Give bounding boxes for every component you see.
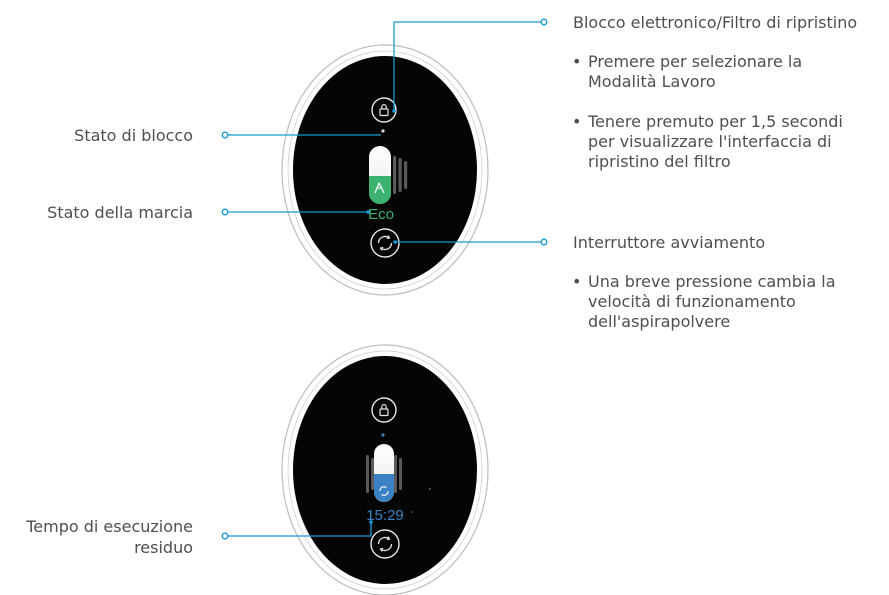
eco-leaf-icon xyxy=(374,182,385,194)
lock-icon xyxy=(379,104,389,117)
remaining-time-label-line2: residuo xyxy=(134,538,193,557)
power-switch-bullet-text: Una breve pressione cambia la velocità d… xyxy=(588,272,836,331)
bullet-glyph: • xyxy=(572,112,582,131)
lock-button[interactable] xyxy=(371,97,397,123)
lock-button-bottom[interactable] xyxy=(371,397,397,423)
remaining-time-text: 15:29 xyxy=(366,507,404,524)
lock-status-dot xyxy=(381,129,385,133)
gear-status-label: Stato della marcia xyxy=(47,203,193,222)
remaining-time-label: Tempo di esecuzione residuo xyxy=(0,516,193,558)
power-switch-title: Interruttore avviamento xyxy=(573,233,766,252)
callout-line-lock-button xyxy=(393,21,541,111)
power-button[interactable] xyxy=(370,228,400,258)
lock-icon xyxy=(379,404,389,417)
lock-status-dot-bottom xyxy=(381,433,385,437)
gear-mode-text: Eco xyxy=(368,206,394,223)
bullet-glyph: • xyxy=(572,52,582,71)
power-button-bottom[interactable] xyxy=(370,529,400,559)
callout-line-remaining-time xyxy=(228,522,372,537)
gear-level-bars xyxy=(393,156,408,194)
lock-button-title: Blocco elettronico/Filtro di ripristino xyxy=(573,13,858,32)
bottom-device: 15:29 xyxy=(281,344,489,595)
lock-button-bullet-text: Premere per selezionare la Modalità Lavo… xyxy=(588,52,803,91)
power-cycle-icon xyxy=(377,235,393,251)
top-device: Eco xyxy=(281,44,489,296)
gear-indicator-pill xyxy=(369,146,391,204)
remaining-time-label-line1: Tempo di esecuzione xyxy=(26,517,193,536)
lock-button-bullet-1: • Premere per selezionare la Modalità La… xyxy=(572,52,838,92)
cycle-mode-icon xyxy=(379,486,389,496)
lock-button-bullet-2: • Tenere premuto per 1,5 secondi per vis… xyxy=(572,112,873,172)
bullet-glyph: • xyxy=(572,272,582,291)
gear-indicator-pill-bottom xyxy=(374,444,394,502)
lock-button-bullet-text: Tenere premuto per 1,5 secondi per visua… xyxy=(588,112,843,171)
power-cycle-icon xyxy=(377,536,393,552)
gear-level-bars-bottom xyxy=(366,455,402,493)
power-switch-bullet-1: • Una breve pressione cambia la velocità… xyxy=(572,272,843,332)
lock-status-label: Stato di blocco xyxy=(74,126,193,145)
